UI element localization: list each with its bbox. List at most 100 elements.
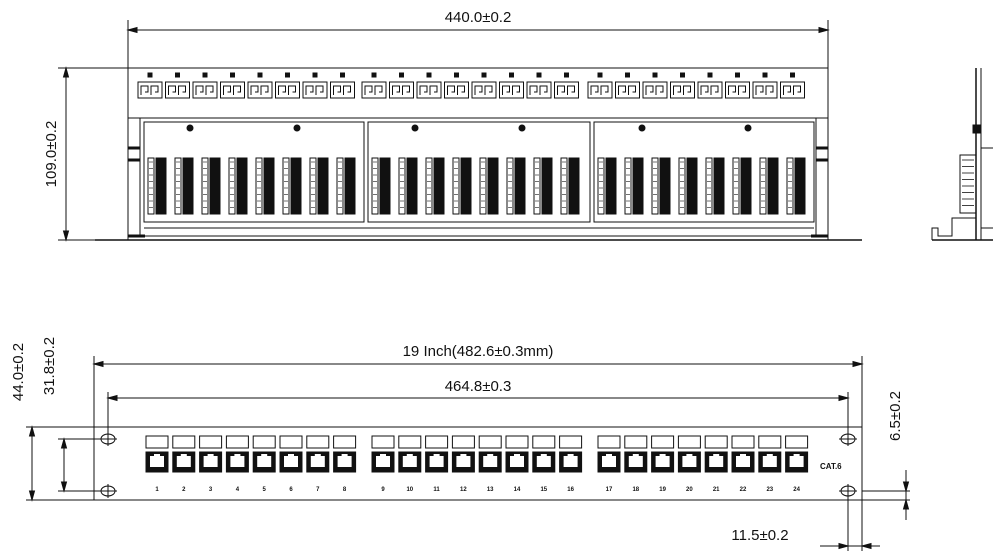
port-label-window: [333, 435, 357, 449]
port-number: 7: [316, 487, 320, 493]
front-port: 11: [425, 435, 449, 493]
pcb-module-1: [143, 121, 365, 223]
port-label-window: [225, 435, 249, 449]
top-jack: [137, 72, 163, 99]
front-port: 12: [451, 435, 475, 493]
port-number: 4: [236, 487, 240, 493]
port-label-window: [145, 435, 169, 449]
cat6-label: CAT.6: [820, 462, 842, 471]
idc-blocks: [147, 157, 806, 215]
idc-block: [560, 157, 580, 215]
top-jack: [192, 72, 218, 99]
hole-offset-horizontal-dimension: 11.5±0.2: [731, 495, 880, 551]
pcb-module-3: [593, 121, 815, 223]
port-number: 20: [686, 487, 693, 493]
port-label-window: [651, 435, 675, 449]
port-number: 3: [209, 487, 213, 493]
pcb-module-2: [367, 121, 591, 223]
top-jack: [471, 72, 497, 99]
idc-block: [651, 157, 671, 215]
port-number: 23: [766, 487, 773, 493]
port-label-window: [624, 435, 648, 449]
port-label-window: [478, 435, 502, 449]
port-number: 5: [263, 487, 267, 493]
hole-spacing-dimension: 464.8±0.3: [106, 378, 850, 432]
port-number: 19: [659, 487, 666, 493]
idc-block: [624, 157, 644, 215]
mount-hole-icon: [99, 432, 117, 446]
side-view: [931, 68, 993, 241]
idc-block: [759, 157, 779, 215]
front-port: 5: [252, 435, 276, 493]
hole-vertical-dimension: 31.8±0.2: [41, 337, 108, 493]
top-jack: [302, 72, 328, 99]
port-number: 11: [433, 487, 440, 493]
port-number: 12: [460, 487, 467, 493]
top-body: [127, 117, 829, 237]
port-number: 14: [514, 487, 521, 493]
front-port: 18: [624, 435, 648, 493]
panel-height-dimension: 44.0±0.2: [10, 343, 94, 502]
idc-block: [255, 157, 275, 215]
top-jack: [444, 72, 469, 99]
port-number: 1: [155, 487, 159, 493]
front-port: 21: [704, 435, 728, 493]
idc-block: [732, 157, 752, 215]
port-label-window: [532, 435, 556, 449]
top-height-dimension: 109.0±0.2: [43, 66, 128, 242]
port-label-window: [371, 435, 395, 449]
port-number: 13: [487, 487, 494, 493]
front-view: 19 Inch(482.6±0.3mm) 464.8±0.3 44.0±0.2: [10, 337, 910, 551]
port-number: 2: [182, 487, 186, 493]
port-label-window: [785, 435, 809, 449]
top-jack: [642, 72, 668, 99]
idc-block: [174, 157, 194, 215]
front-port: 1: [145, 435, 169, 493]
front-port: 24: [785, 435, 809, 493]
top-jack: [416, 72, 442, 99]
port-label-window: [704, 435, 728, 449]
top-jack: [670, 72, 695, 99]
hole-vertical-label: 31.8±0.2: [41, 337, 58, 395]
top-width-dimension: 440.0±0.2: [126, 9, 830, 70]
port-number: 16: [567, 487, 574, 493]
port-number: 8: [343, 487, 347, 493]
top-jack: [165, 72, 190, 99]
port-number: 18: [632, 487, 639, 493]
top-jack-row: [137, 72, 805, 99]
port-number: 22: [740, 487, 747, 493]
top-jack: [752, 72, 778, 99]
front-port: 13: [478, 435, 502, 493]
port-label-window: [199, 435, 223, 449]
front-port: 23: [758, 435, 782, 493]
port-label-window: [731, 435, 755, 449]
top-jack: [554, 72, 579, 99]
idc-block: [678, 157, 698, 215]
top-jack: [247, 72, 273, 99]
idc-block: [452, 157, 472, 215]
idc-block: [228, 157, 248, 215]
top-view: 440.0±0.2 109.0±0.2: [43, 9, 862, 242]
front-port: 2: [172, 435, 196, 493]
top-jack: [780, 72, 805, 99]
mount-dot: [411, 124, 419, 132]
idc-block: [533, 157, 553, 215]
overall-width-dimension: 19 Inch(482.6±0.3mm): [92, 343, 864, 500]
front-port: 7: [306, 435, 330, 493]
front-port: 15: [532, 435, 556, 493]
top-height-label: 109.0±0.2: [43, 121, 60, 188]
top-jack: [361, 72, 387, 99]
port-number: 15: [540, 487, 547, 493]
port-number: 9: [381, 487, 385, 493]
idc-block: [479, 157, 499, 215]
port-label-window: [306, 435, 330, 449]
hole-offset-horizontal-label: 11.5±0.2: [731, 527, 788, 544]
front-port: 22: [731, 435, 755, 493]
idc-block: [309, 157, 329, 215]
idc-block: [282, 157, 302, 215]
port-number: 24: [793, 487, 800, 493]
hole-spacing-label: 464.8±0.3: [445, 378, 512, 395]
port-label-window: [505, 435, 529, 449]
top-jack: [275, 72, 300, 99]
